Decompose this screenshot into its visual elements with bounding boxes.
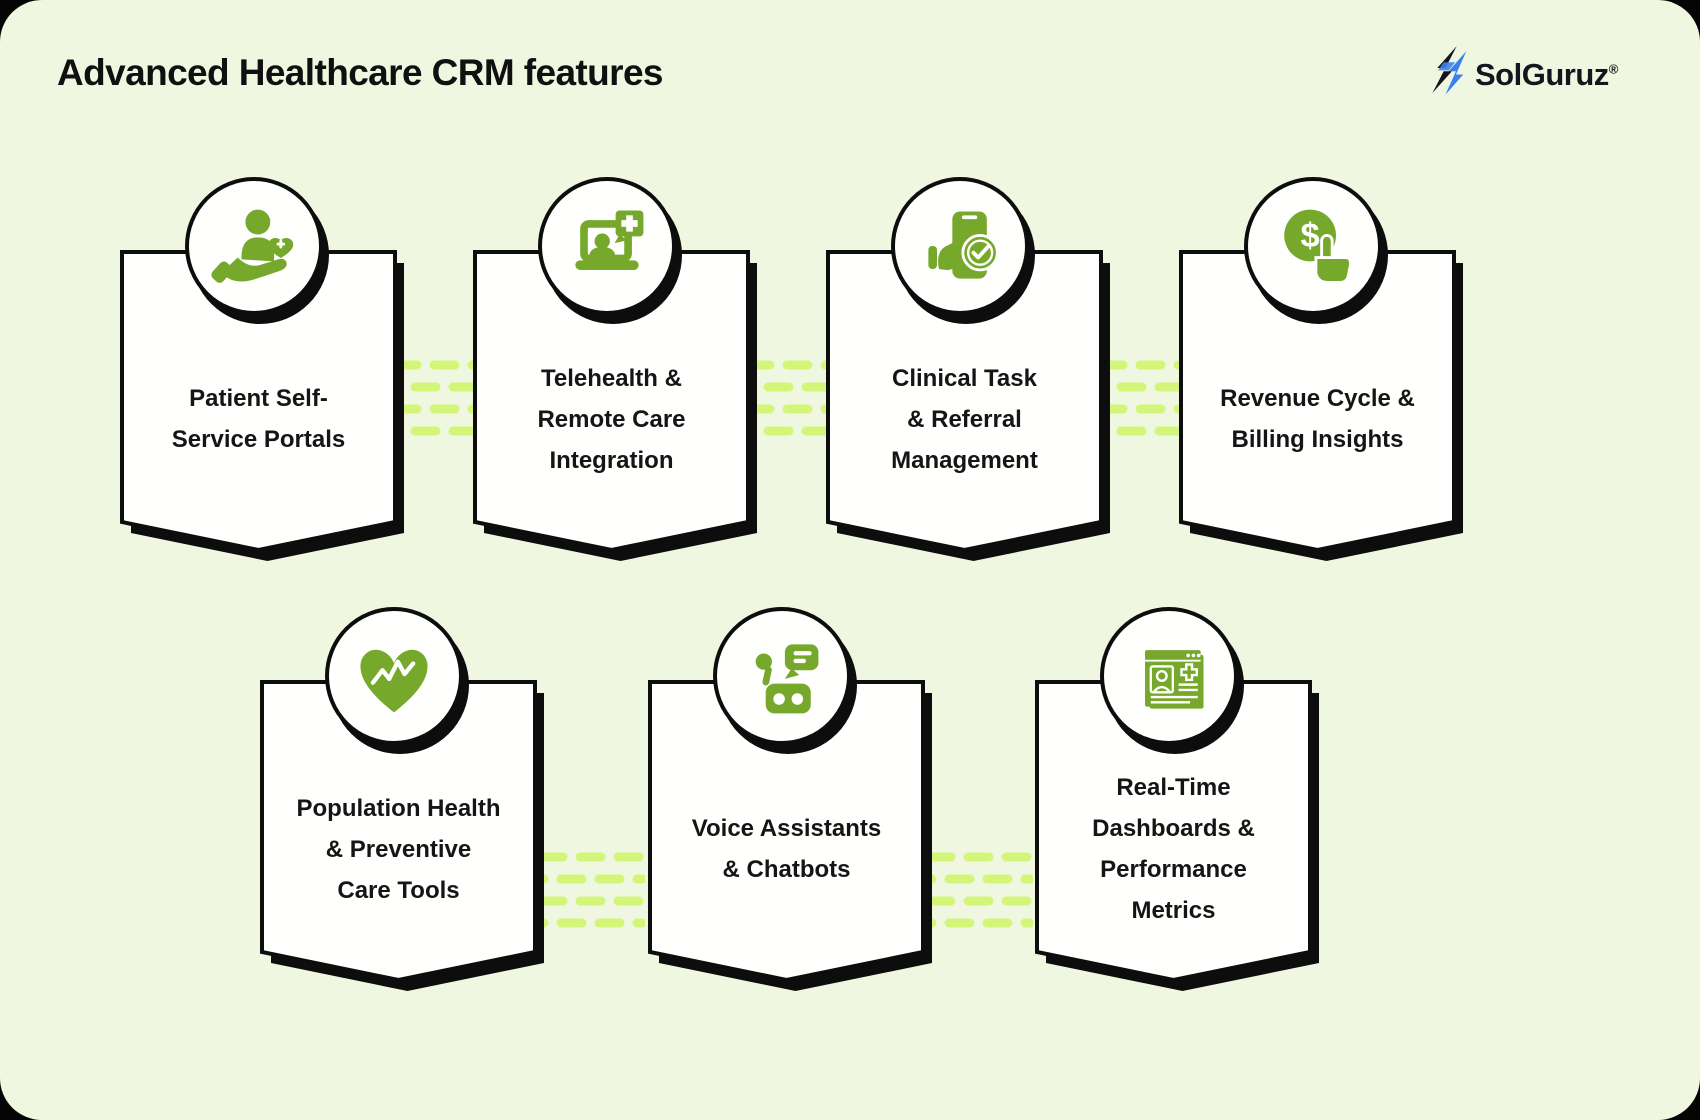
card-title: Revenue Cycle & Billing Insights <box>1220 385 1415 453</box>
billing-coin-icon: $ <box>1284 209 1352 284</box>
feature-card-voice-chatbots: Voice Assistants & Chatbots <box>648 607 932 991</box>
card-title: Population Health & Preventive Care Tool… <box>296 794 501 904</box>
card-title: Real-Time Dashboards & Performance Metri… <box>1092 774 1255 924</box>
card-title: Telehealth & Remote Care Integration <box>537 364 686 474</box>
card-shape <box>648 680 932 991</box>
solguruz-logo-icon <box>1424 46 1470 103</box>
feature-card-clinical-task: Clinical Task & Referral Management <box>826 177 1110 561</box>
badge-circle <box>325 607 463 745</box>
patient-care-icon <box>211 209 294 283</box>
connector-dashes <box>925 850 1035 934</box>
card-title: Clinical Task & Referral Management <box>891 364 1038 474</box>
badge-circle <box>713 607 851 745</box>
card-shape <box>473 250 757 561</box>
badge-circle <box>1100 607 1238 745</box>
card-title: Voice Assistants & Chatbots <box>691 815 882 883</box>
badge-circle <box>538 177 676 315</box>
connector-dashes <box>391 358 479 442</box>
badge-circle <box>891 177 1029 315</box>
badge-circle: $ <box>1244 177 1382 315</box>
card-shape <box>1035 680 1319 991</box>
brand-name: SolGuruz® <box>1475 56 1619 92</box>
chatbot-robot-icon <box>755 644 819 714</box>
connector-dashes <box>537 850 647 934</box>
feature-card-telehealth: Telehealth & Remote Care Integration <box>473 177 757 561</box>
card-shape <box>120 250 404 561</box>
badge-circle <box>185 177 323 315</box>
page-title: Advanced Healthcare CRM features <box>57 52 664 93</box>
feature-card-dashboards-metrics: Real-Time Dashboards & Performance Metri… <box>1035 607 1319 991</box>
svg-text:$: $ <box>1301 217 1320 255</box>
dashboard-report-icon <box>1145 650 1204 709</box>
connector-dashes <box>1097 358 1185 442</box>
clinical-task-phone-icon <box>928 211 999 279</box>
card-shape <box>826 250 1110 561</box>
registered-mark: ® <box>1608 61 1619 77</box>
feature-card-revenue-billing: $ Revenue Cycle & Billing Insights <box>1179 177 1463 561</box>
card-shape <box>1179 250 1463 561</box>
heart-pulse-icon <box>360 649 428 713</box>
feature-card-population-health: Population Health & Preventive Care Tool… <box>260 607 544 991</box>
card-title: Patient Self- Service Portals <box>171 385 346 453</box>
connector-dashes <box>744 358 832 442</box>
brand-logo: SolGuruz® <box>1424 46 1618 103</box>
telehealth-laptop-icon <box>575 210 644 270</box>
feature-card-patient-self-service: Patient Self- Service Portals <box>120 177 404 561</box>
card-shape <box>260 680 544 991</box>
